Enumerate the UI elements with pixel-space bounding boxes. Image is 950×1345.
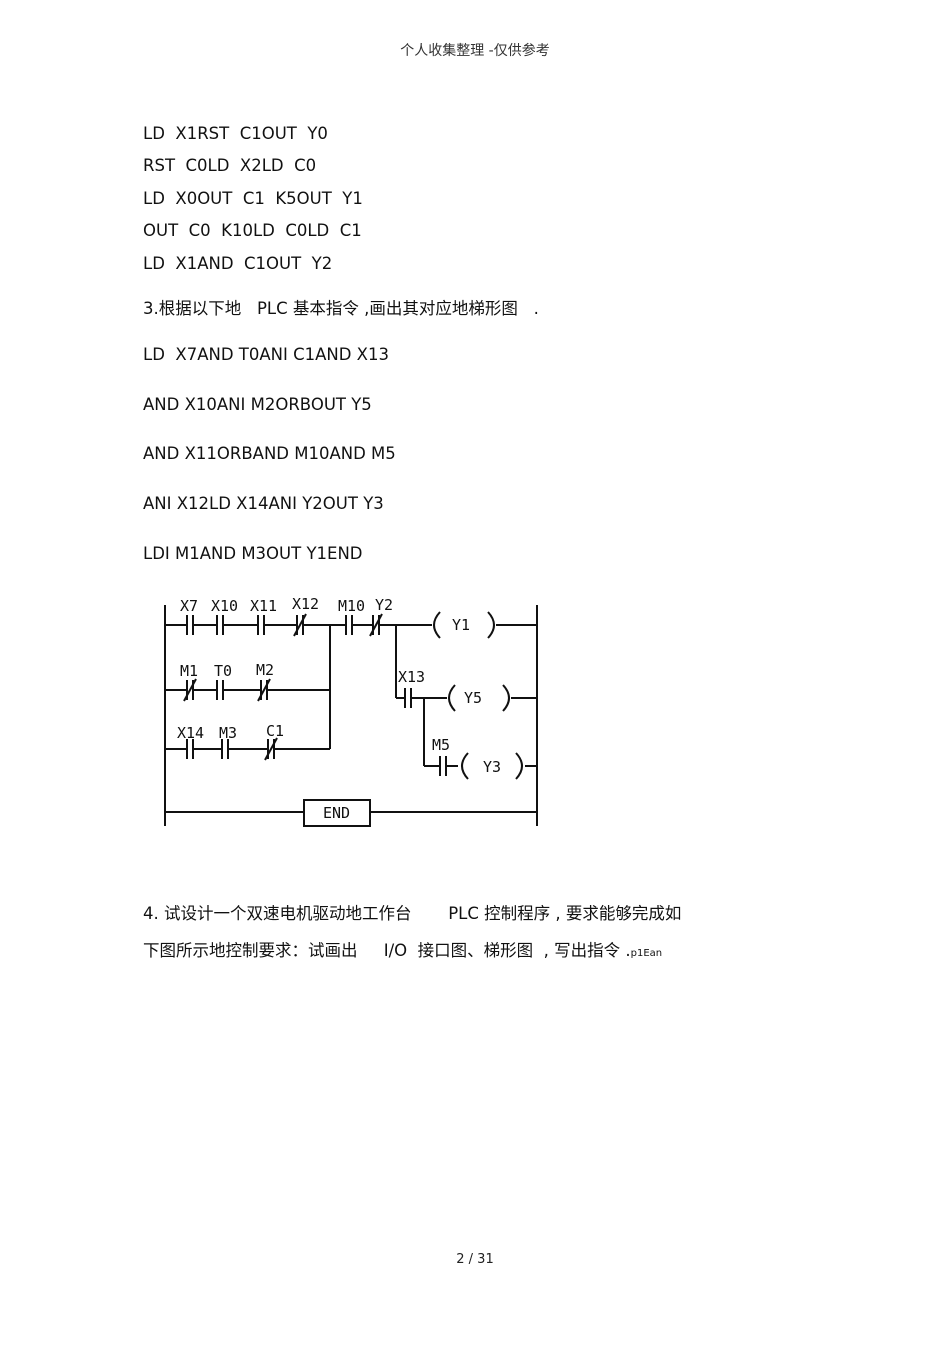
question-3: 3.根据以下地 PLC 基本指令 ,画出其对应地梯形图 . bbox=[143, 299, 539, 318]
contact-label-m2: M2 bbox=[256, 661, 274, 679]
contact-label-c1: C1 bbox=[266, 722, 284, 740]
instruction-line: AND X11ORBAND M10AND M5 bbox=[143, 444, 396, 463]
question-4-line-1: 4. 试设计一个双速电机驱动地工作台 PLC 控制程序 , 要求能够完成如 bbox=[143, 904, 682, 923]
page-header: 个人收集整理 -仅供参考 bbox=[400, 43, 550, 59]
instruction-line: OUT C0 K10LD C0LD C1 bbox=[143, 221, 362, 240]
instruction-line: AND X10ANI M2ORBOUT Y5 bbox=[143, 395, 372, 414]
contact-label-y2: Y2 bbox=[375, 596, 393, 614]
contact-label-x13: X13 bbox=[398, 668, 425, 686]
coil-label-y3: Y3 bbox=[483, 758, 501, 776]
question-4-line-2: 下图所示地控制要求：试画出 I/O 接口图、梯形图 , 写出指令 .p1Ean bbox=[143, 937, 662, 961]
instruction-line: LD X0OUT C1 K5OUT Y1 bbox=[143, 189, 363, 208]
coil-label-y5: Y5 bbox=[464, 689, 482, 707]
contact-label-m1: M1 bbox=[180, 662, 198, 680]
contact-label-x14: X14 bbox=[177, 724, 204, 742]
question-4-text: 下图所示地控制要求：试画出 I/O 接口图、梯形图 , 写出指令 . bbox=[143, 941, 631, 960]
instruction-line: LD X1RST C1OUT Y0 bbox=[143, 124, 328, 143]
contact-label-x11: X11 bbox=[250, 597, 277, 615]
page-number: 2 / 31 bbox=[456, 1252, 494, 1267]
contact-label-x7: X7 bbox=[180, 597, 198, 615]
contact-label-m5: M5 bbox=[432, 736, 450, 754]
instruction-line: LD X1AND C1OUT Y2 bbox=[143, 254, 333, 273]
end-instruction-label: END bbox=[323, 804, 350, 822]
contact-label-x12: X12 bbox=[292, 595, 319, 613]
instruction-line: LD X7AND T0ANI C1AND X13 bbox=[143, 345, 389, 364]
question-4-note: p1Ean bbox=[630, 948, 663, 959]
contact-label-m3: M3 bbox=[219, 724, 237, 742]
coil-label-y1: Y1 bbox=[452, 616, 470, 634]
contact-label-t0: T0 bbox=[214, 662, 232, 680]
instruction-line: LDI M1AND M3OUT Y1END bbox=[143, 544, 363, 563]
instruction-line: RST C0LD X2LD C0 bbox=[143, 156, 317, 175]
contact-label-x10: X10 bbox=[211, 597, 238, 615]
contact-label-m10: M10 bbox=[338, 597, 365, 615]
instruction-line: ANI X12LD X14ANI Y2OUT Y3 bbox=[143, 494, 384, 513]
